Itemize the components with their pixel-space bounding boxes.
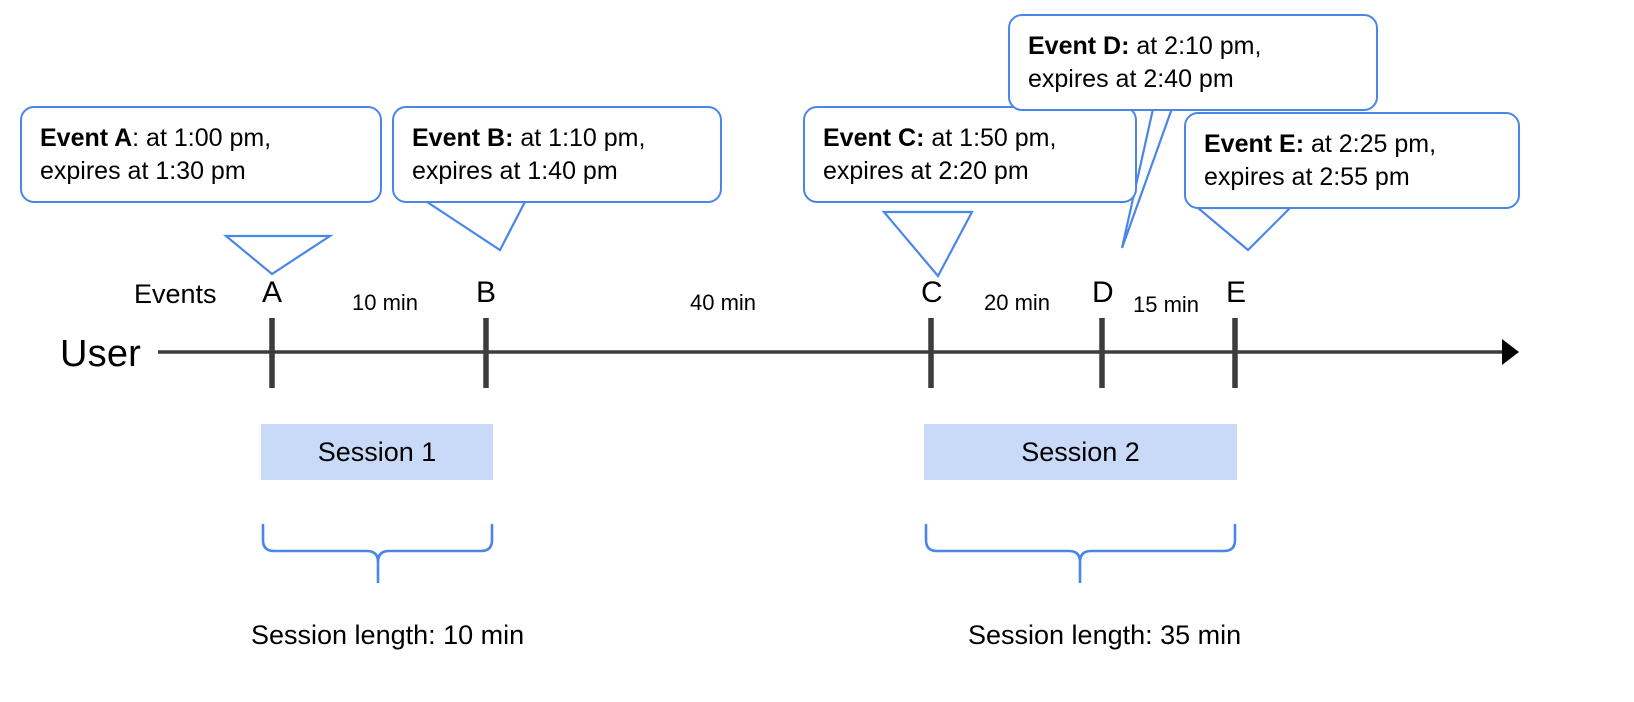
callout-tail-B [414,194,530,252]
events-label: Events [134,279,217,309]
callout-c-line2: expires at 2:20 pm [823,156,1029,185]
callout-a-title: Event A [40,124,133,152]
callout-c-title: Event C: [823,124,925,152]
callout-c-rest: at 1:50 pm, [924,124,1057,152]
callout-event-d[interactable]: Event D: at 2:10 pm, expires at 2:40 pm [1008,14,1378,111]
callout-c-line1: Event C: at 1:50 pm, [823,122,1119,155]
callout-b-title: Event B: [412,124,514,152]
tick-label-e: E [1226,276,1247,309]
session-1-length-label: Session length: 10 min [251,620,525,650]
tick-label-c: C [921,276,943,309]
callout-b-line1: Event B: at 1:10 pm, [412,122,704,155]
session-1-label: Session 1 [317,436,437,467]
session-2-brace [924,523,1237,583]
session-2-length-label: Session length: 35 min [968,620,1242,650]
callout-e-line1: Event E: at 2:25 pm, [1204,128,1502,161]
callout-event-a[interactable]: Event A: at 1:00 pm, expires at 1:30 pm [20,106,382,203]
callout-event-e[interactable]: Event E: at 2:25 pm, expires at 2:55 pm [1184,112,1520,209]
arrow-right-icon [1502,339,1519,365]
callout-a-sep: : [132,124,140,152]
callout-e-title: Event E: [1204,130,1305,158]
session-2-label: Session 2 [1021,436,1140,467]
callout-tail-C [881,210,974,278]
callout-e-rest: at 2:25 pm, [1304,130,1437,158]
callout-d-title: Event D: [1028,32,1130,60]
timeline-ticks [269,318,1238,388]
callout-a-line1: Event A: at 1:00 pm, [40,122,364,155]
gap-label-d-e: 15 min [1133,292,1200,317]
callout-a-rest: at 1:00 pm, [139,124,272,152]
callout-d-line2: expires at 2:40 pm [1028,64,1234,93]
callout-b-rest: at 1:10 pm, [513,124,646,152]
callout-b-line2: expires at 1:40 pm [412,156,618,185]
callout-a-line2: expires at 1:30 pm [40,156,246,185]
callout-d-rest: at 2:10 pm, [1129,32,1262,60]
tick-label-b: B [476,276,497,309]
callout-d-line1: Event D: at 2:10 pm, [1028,30,1360,63]
timeline-axis [158,339,1519,365]
gap-label-c-d: 20 min [984,290,1051,315]
callout-tail-E [1194,206,1293,252]
session-1-brace [261,523,494,583]
tick-label-a: A [262,276,283,309]
callout-tail-A [222,234,334,276]
callout-event-b[interactable]: Event B: at 1:10 pm, expires at 1:40 pm [392,106,722,203]
callout-e-line2: expires at 2:55 pm [1204,162,1410,191]
tick-label-d: D [1092,276,1114,309]
axis-label-user: User [60,333,142,375]
session-block-1[interactable]: Session 1 [261,424,493,480]
session-block-2[interactable]: Session 2 [924,424,1237,480]
gap-label-b-c: 40 min [690,290,757,315]
callout-event-c[interactable]: Event C: at 1:50 pm, expires at 2:20 pm [803,106,1137,203]
gap-label-a-b: 10 min [352,290,419,315]
